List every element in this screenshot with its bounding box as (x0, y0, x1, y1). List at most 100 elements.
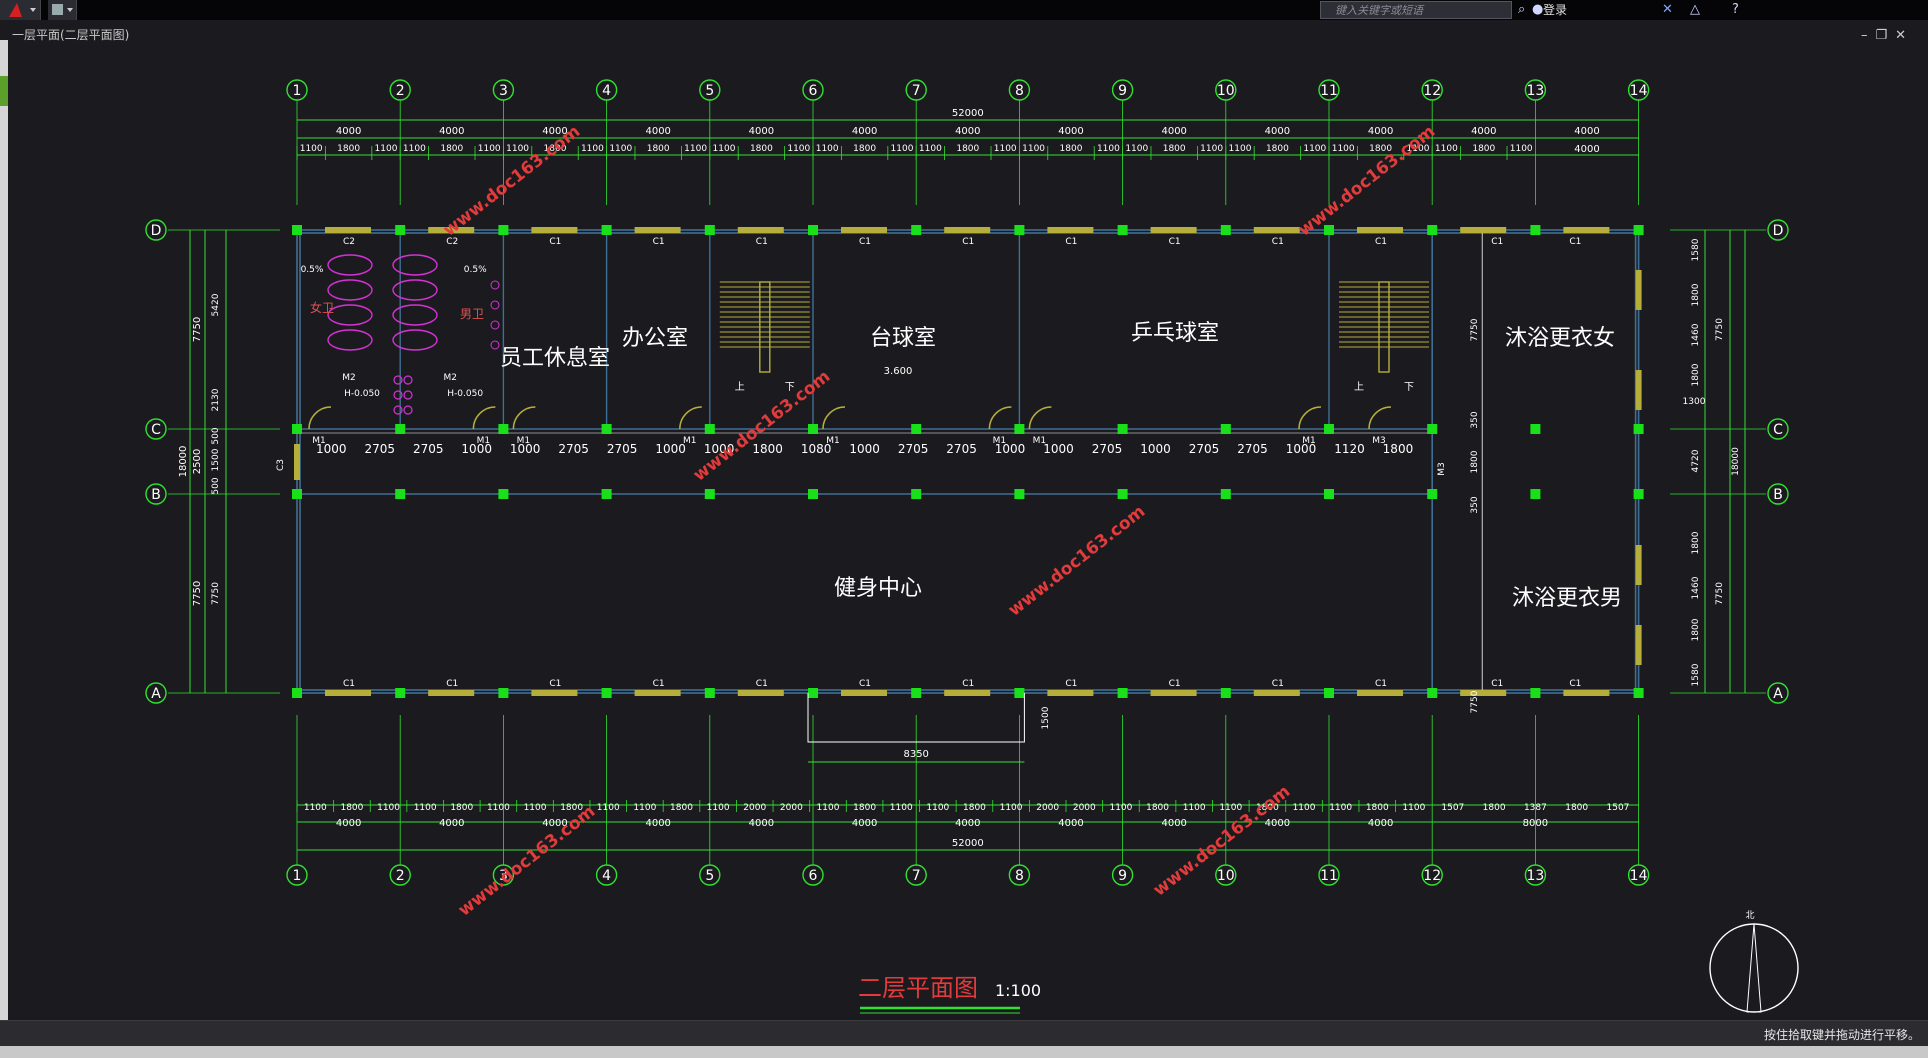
column (911, 225, 922, 235)
dim-left-sub: 500 (211, 427, 221, 444)
column (911, 424, 922, 434)
binoculars-icon[interactable]: ⌕ (1518, 2, 1526, 17)
grid-number-1: 1 (293, 868, 302, 884)
dim-segment-top: 1100 (300, 144, 323, 154)
window-label: C1 (1272, 237, 1284, 247)
grid-number-6: 6 (809, 868, 818, 884)
column (292, 424, 302, 434)
dim-segment-bottom: 2000 (1036, 803, 1059, 813)
door-label-m2: M2 (342, 373, 356, 383)
outer-wall-inner (299, 232, 1637, 691)
grid-letter-B: B (1773, 487, 1783, 503)
door-label: M1 (683, 436, 697, 446)
grid-number-4: 4 (602, 868, 611, 884)
dim-bay-bottom: 4000 (645, 818, 670, 829)
close-icon[interactable]: ✕ (1895, 28, 1914, 43)
dim-segment-top: 1100 (1510, 144, 1533, 154)
grid-number-5: 5 (705, 868, 714, 884)
grid-bubble-B (145, 483, 167, 505)
dim-segment-top: 1100 (609, 144, 632, 154)
dim-bay-top: 4000 (852, 126, 877, 137)
grid-number-8: 8 (1015, 83, 1024, 99)
watermark: www.doc163.com (1295, 122, 1440, 241)
window-c1 (1047, 690, 1094, 696)
toilet-fixture (392, 279, 438, 301)
minimize-icon[interactable]: – (1860, 28, 1876, 43)
dim-bay-bottom: 4000 (542, 818, 567, 829)
column (911, 688, 922, 698)
save-icon (52, 4, 73, 15)
north-arrow-needle (1746, 923, 1762, 1013)
grid-letter-A: A (1773, 686, 1783, 702)
corridor-dim: 1000 (1043, 442, 1074, 456)
toilet-fixture (392, 329, 438, 351)
dim-segment-bottom-right: 1800 (1565, 803, 1588, 813)
dim-right-sub: 1800 (1691, 363, 1701, 386)
dim-segment-top: 1100 (787, 144, 810, 154)
dim-segment-bottom-right: 1800 (1483, 803, 1506, 813)
restore-icon[interactable]: ❐ (1875, 28, 1896, 43)
dim-bay-bottom: 4000 (336, 818, 361, 829)
corridor-dim: 2705 (607, 442, 638, 456)
grid-number-2: 2 (396, 83, 405, 99)
stair-left-up: 上 (735, 381, 745, 393)
dim-bay-top: 4000 (336, 126, 361, 137)
help-icon[interactable]: ? (1732, 2, 1739, 17)
dim-segment-top: 1100 (891, 144, 914, 154)
column (1633, 489, 1644, 499)
a360-icon[interactable]: △ (1690, 2, 1700, 17)
toilet-fixture (327, 254, 373, 276)
door-swing (472, 406, 496, 430)
stair-left-handrail (759, 281, 771, 373)
user-icon[interactable]: ● (1532, 2, 1544, 17)
dim-segment-bottom: 1100 (1293, 803, 1316, 813)
column (601, 225, 612, 235)
login-button[interactable]: 登录 (1543, 3, 1568, 17)
dim-bay-top: 4000 (1471, 126, 1496, 137)
urinal (393, 390, 403, 400)
dim-right: 7750 (1715, 318, 1725, 341)
exchange-icon[interactable]: ✕ (1662, 2, 1673, 17)
dim-left-sub: 5420 (211, 293, 221, 316)
outer-wall (296, 229, 1640, 694)
dim-bath-inner: 1800 (1470, 450, 1480, 473)
search-input[interactable]: 键入关键字或短语 (1320, 1, 1512, 19)
grid-bubble-D (1767, 219, 1789, 241)
entrance-width: 8350 (903, 749, 928, 760)
status-bar: 按住拾取键并拖动进行平移。 (0, 1020, 1928, 1047)
dim-segment-top: 1100 (1332, 144, 1355, 154)
dim-total-bottom: 52000 (952, 838, 984, 849)
dim-left: 7750 (192, 317, 203, 342)
door-swing (1368, 406, 1392, 430)
app-menu-button[interactable] (0, 0, 41, 20)
dim-left-sub: 2130 (211, 388, 221, 411)
dim-segment-bottom-right: 1507 (1441, 803, 1464, 813)
column (292, 688, 302, 698)
dim-bay-top: 4000 (645, 126, 670, 137)
corridor-dim: 1000 (704, 442, 735, 456)
dim-bay-top: 4000 (1161, 126, 1186, 137)
corridor-dim: 1080 (801, 442, 832, 456)
window-c1 (428, 227, 475, 233)
column (395, 225, 406, 235)
window-side (1635, 270, 1642, 310)
column (601, 489, 612, 499)
window-controls[interactable]: –❐✕ (1861, 28, 1914, 43)
window-c1 (325, 227, 371, 233)
dim-segment-top: 1800 (1369, 144, 1392, 154)
entrance-canopy (807, 693, 1025, 743)
column (395, 688, 406, 698)
grid-number-9: 9 (1118, 868, 1127, 884)
dim-bay-top: 4000 (542, 126, 567, 137)
column (1014, 424, 1025, 434)
door-label: M1 (826, 436, 840, 446)
column (1530, 489, 1541, 499)
quick-access-button[interactable] (48, 0, 77, 20)
dim-segment-bottom: 1100 (926, 803, 949, 813)
toilet-fixture (327, 279, 373, 301)
dim-segment-top: 1800 (337, 144, 360, 154)
dim-segment-top: 1100 (1407, 144, 1430, 154)
door-swing (308, 406, 332, 430)
dim-bay-top-lower: 4000 (1574, 144, 1599, 155)
